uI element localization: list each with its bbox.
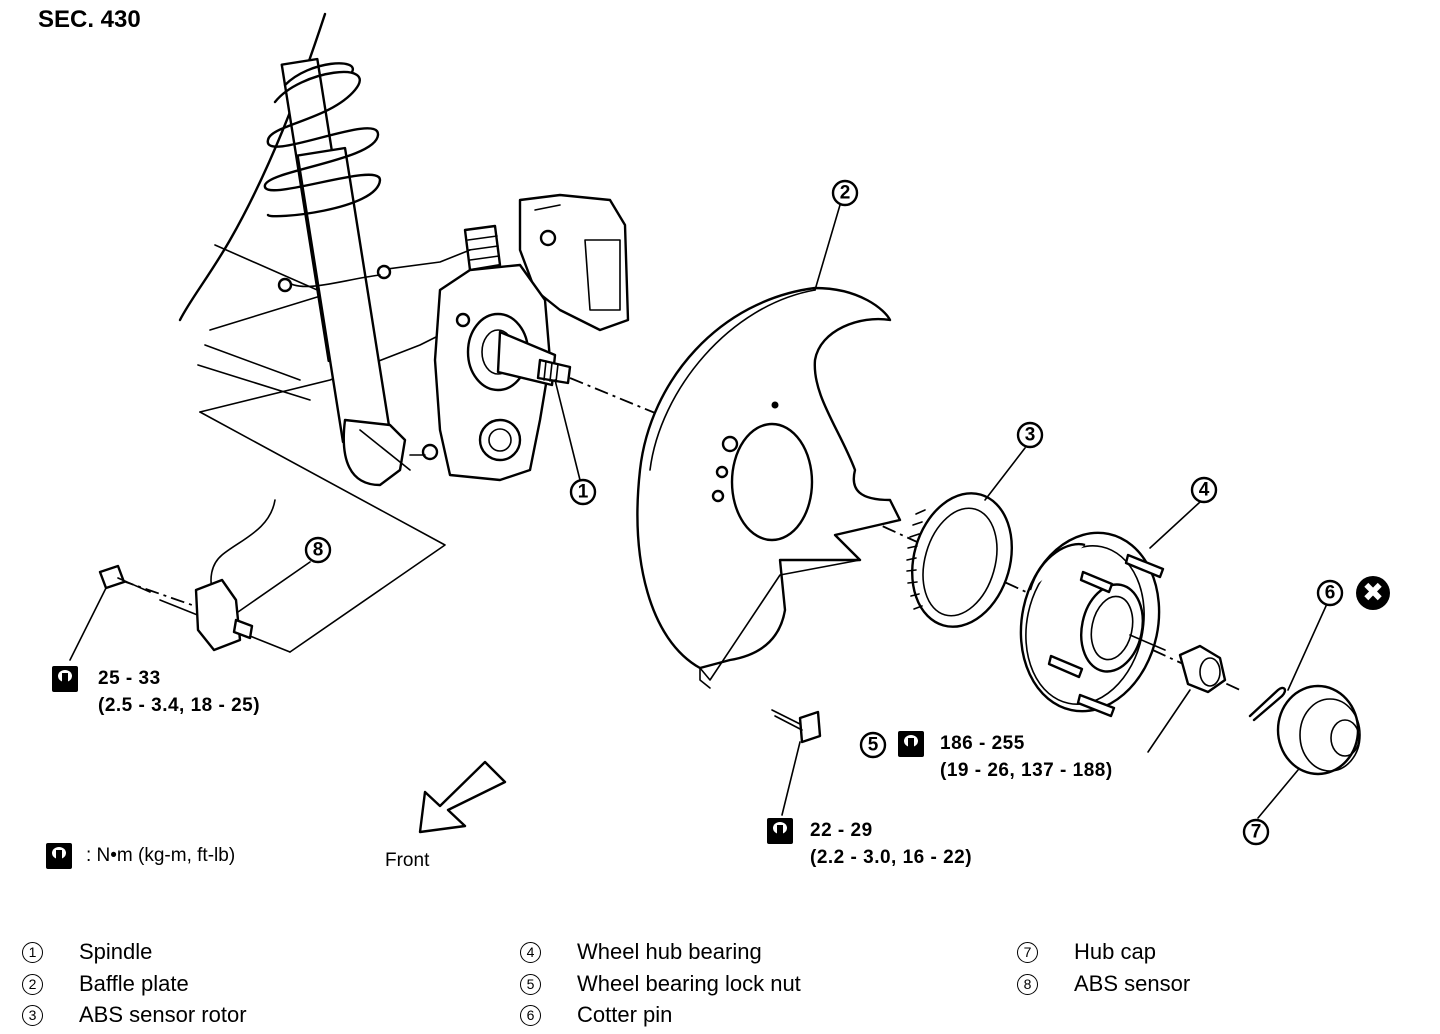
brake-caliper [463,193,630,332]
leader-7 [1257,769,1299,819]
svg-text:2: 2 [840,183,851,204]
torque-baffle-bolt-alt: (2.2 - 3.0, 16 - 22) [810,847,973,868]
legend-item: 7 Hub cap [1017,939,1156,965]
callout-7: 7 [1242,818,1270,846]
spindle-axis [569,377,661,416]
legend-item: 4 Wheel hub bearing [520,939,762,965]
leader-8 [237,561,311,613]
legend-number: 1 [22,941,43,963]
svg-text:7: 7 [1251,822,1262,843]
legend-label: Baffle plate [79,971,189,996]
callout-2: 2 [831,179,859,207]
baffle-plate-bolt [771,709,822,744]
section-title: SEC. 430 [38,6,141,33]
leader-4 [1149,501,1201,549]
legend-number: 4 [520,941,541,963]
legend-item: 8 ABS sensor [1017,971,1190,997]
leader-6 [1287,605,1327,691]
svg-text:5: 5 [868,735,879,756]
strut-assembly [263,57,439,487]
callout-1: 1 [569,478,597,506]
leader-3 [984,447,1026,501]
leader-5 [1147,689,1191,753]
legend-label: Wheel hub bearing [577,939,762,964]
leader-1 [554,379,581,481]
torque-wrench-icon [52,666,78,692]
legend-number: 6 [520,1004,541,1026]
legend-number: 5 [520,973,541,995]
legend-item: 5 Wheel bearing lock nut [520,971,801,997]
legend-number: 3 [22,1004,43,1026]
torque-wrench-icon [767,818,793,844]
legend-label: Hub cap [1074,939,1156,964]
front-arrow [418,760,507,834]
legend-item: 3 ABS sensor rotor [22,1002,247,1028]
callout-4: 4 [1190,476,1218,504]
torque-abs-sensor-bolt-alt: (2.5 - 3.4, 18 - 25) [98,695,261,716]
legend-number: 2 [22,973,43,995]
torque-wrench-icon [898,731,924,757]
torque-abs-sensor-bolt-nm: 25 - 33 [98,668,161,689]
callout-3: 3 [1016,421,1044,449]
legend-label: ABS sensor [1074,971,1191,996]
svg-text:4: 4 [1199,480,1210,501]
front-label: Front [385,850,430,871]
leader-2 [814,204,841,291]
legend-number: 8 [1017,973,1038,995]
legend-item: 2 Baffle plate [22,971,189,997]
wheel-hub-bearing [1019,531,1166,718]
leader-bolt-abs [69,587,107,661]
svg-text:8: 8 [313,540,324,561]
torque-units-note: : N•m (kg-m, ft-lb) [86,845,236,866]
hub-cap [1276,684,1361,776]
callout-8: 8 [304,536,332,564]
wheel-bearing-lock-nut [1178,644,1227,694]
svg-text:1: 1 [578,482,589,503]
legend-number: 7 [1017,941,1038,963]
spindle [466,312,572,392]
svg-text:6: 6 [1325,583,1336,604]
abs-sensor [98,499,276,652]
torque-wrench-icon [46,843,72,869]
legend-item: 1 Spindle [22,939,152,965]
callout-5: 5 [859,731,887,759]
legend-label: Wheel bearing lock nut [577,971,801,996]
replace-part-icon: ✖ [1356,576,1390,610]
torque-lock-nut-alt: (19 - 26, 137 - 188) [940,760,1113,781]
cotter-pin [1248,686,1287,722]
abs-sensor-rotor [906,492,1014,628]
legend-label: ABS sensor rotor [79,1002,247,1027]
legend-label: Spindle [79,939,153,964]
svg-text:3: 3 [1025,425,1036,446]
torque-lock-nut-nm: 186 - 255 [940,733,1025,754]
legend-item: 6 Cotter pin [520,1002,672,1028]
legend-label: Cotter pin [577,1002,673,1027]
baffle-plate [636,286,902,689]
callout-6: 6 [1316,579,1344,607]
torque-baffle-bolt-nm: 22 - 29 [810,820,873,841]
leader-bolt-baffle [781,741,801,816]
